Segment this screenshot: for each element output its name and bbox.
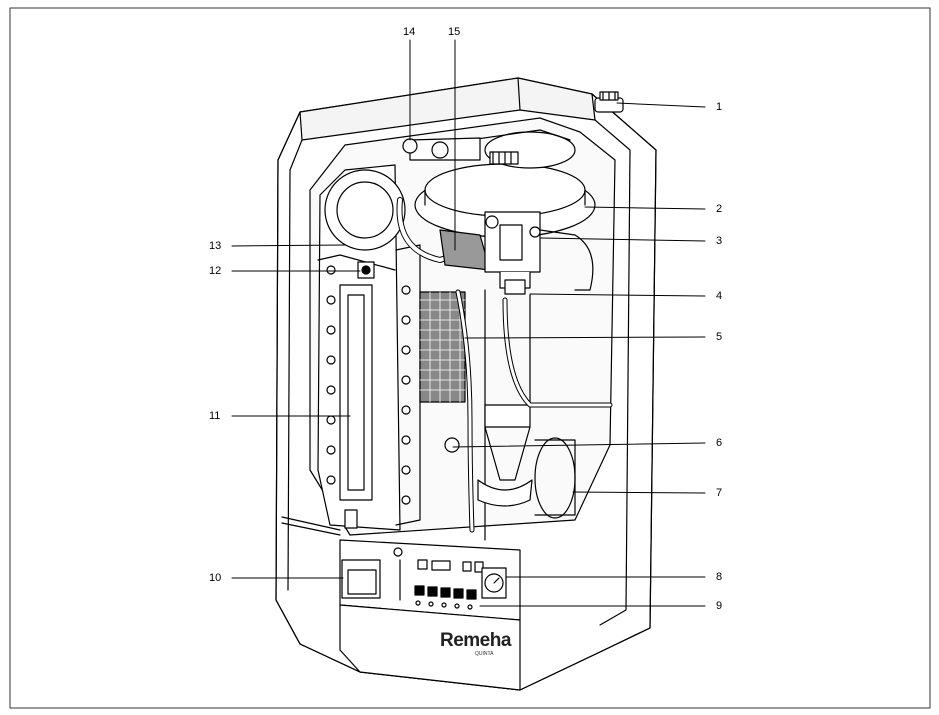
callout-label: 13	[209, 240, 222, 252]
callout-label: 12	[209, 265, 222, 277]
control-panel	[339, 539, 521, 691]
heat-exchanger-icon	[317, 164, 421, 531]
callout-label: 10	[209, 572, 222, 584]
callout-label: 7	[716, 487, 723, 499]
callout-label: 8	[716, 571, 723, 583]
siphon-assembly	[455, 229, 613, 541]
callout-label: 2	[716, 203, 723, 215]
callout-label: 1	[716, 101, 723, 113]
callout-label: 5	[716, 331, 723, 343]
brand-logo: Remeha	[440, 630, 511, 651]
callout-label: 15	[448, 26, 461, 38]
callout-label: 9	[716, 600, 723, 612]
burner-mesh	[419, 291, 466, 403]
callout-label: 3	[716, 235, 723, 247]
fan-icon	[402, 129, 596, 238]
callout-label: 4	[716, 290, 723, 302]
leader-lines	[231, 39, 706, 607]
callout-label: 14	[403, 26, 416, 38]
air-vent-icon	[594, 91, 624, 113]
callout-label: 6	[716, 437, 723, 449]
brand-model: QUINTA	[475, 651, 494, 657]
figure-border	[9, 7, 931, 709]
gas-valve-icon	[396, 197, 541, 295]
callout-label: 11	[209, 410, 221, 422]
fitting-icon	[344, 261, 460, 529]
